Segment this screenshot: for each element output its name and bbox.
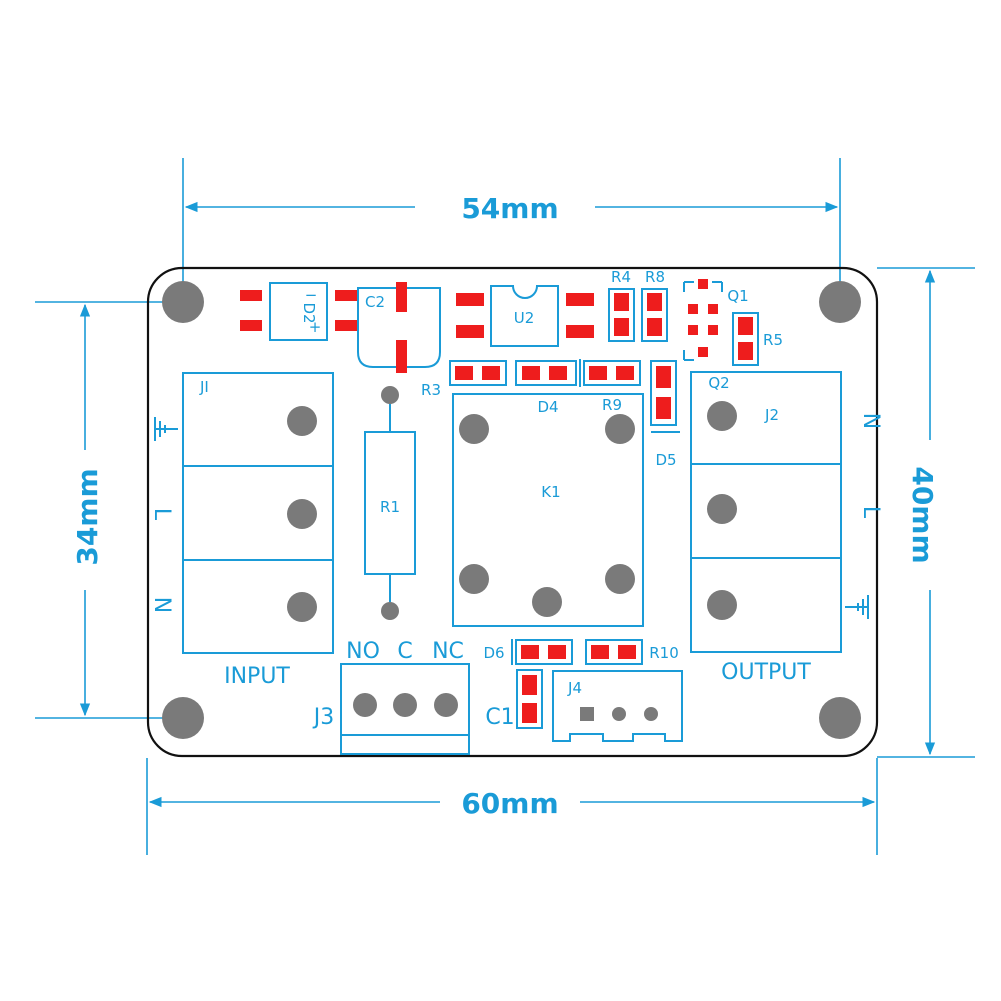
r1-component: R1 [364, 386, 416, 620]
j4-connector: J4 [552, 670, 683, 742]
j3-label: J3 [312, 705, 335, 730]
dimension-bottom: 60mm [146, 758, 878, 855]
right-earth-icon [845, 595, 869, 619]
r1-label: R1 [380, 498, 400, 516]
j2-output-terminal: Q2 J2 OUTPUT [690, 371, 842, 685]
board-outline [146, 266, 879, 758]
q1-label: Q1 [727, 287, 748, 305]
mounting-hole-bottom-left [162, 697, 204, 739]
d2-label: D2 [300, 302, 318, 323]
u2-component: U2 [456, 285, 594, 347]
left-l-label: L [149, 508, 174, 521]
c2-label: C2 [365, 293, 385, 311]
j2-label: J2 [764, 406, 779, 424]
left-n-label: N [149, 597, 174, 613]
r5-label: R5 [763, 331, 783, 349]
d2-plus-label: + [309, 318, 322, 336]
d5-label: D5 [655, 451, 676, 469]
j1-label: JI [199, 378, 209, 396]
j4-label: J4 [567, 679, 582, 697]
right-l-label: L [858, 506, 883, 519]
mounting-hole-top-left [162, 281, 204, 323]
q2-label: Q2 [708, 374, 729, 392]
dim-left-label: 34mm [71, 468, 104, 565]
d2-minus-label: − [305, 286, 318, 304]
input-label: INPUT [224, 664, 290, 689]
left-earth-icon [154, 417, 178, 441]
right-n-label: N [858, 413, 883, 429]
r4-label: R4 [611, 268, 631, 286]
d4-component: D4 [515, 359, 581, 416]
mounting-hole-bottom-right [819, 697, 861, 739]
r9-component: R9 [583, 360, 641, 414]
d6-component: D6 [483, 639, 573, 665]
r3-component: R3 [421, 360, 507, 399]
mounting-hole-top-right [819, 281, 861, 323]
r10-component: R10 [585, 639, 679, 665]
c-label: C [397, 639, 412, 664]
r5-component: R5 [732, 312, 783, 366]
c1-label: C1 [485, 705, 514, 730]
c2-component: C2 [357, 282, 441, 373]
dimension-right: 40mm [877, 267, 975, 758]
r9-label: R9 [602, 396, 622, 414]
dim-bottom-label: 60mm [461, 787, 558, 820]
r3-label: R3 [421, 381, 441, 399]
d2-component: D2 − + [240, 282, 357, 341]
r8-label: R8 [645, 268, 665, 286]
r4-component: R4 [608, 268, 635, 342]
output-label: OUTPUT [721, 660, 811, 685]
dimension-top: 54mm [182, 158, 841, 300]
no-label: NO [346, 639, 380, 664]
k1-label: K1 [541, 483, 560, 501]
u2-label: U2 [514, 309, 535, 327]
dim-top-label: 54mm [461, 192, 558, 225]
r8-component: R8 [641, 268, 668, 342]
j3-terminal: NO C NC J3 [312, 639, 470, 755]
d5-component: D5 [650, 360, 680, 469]
k1-relay: K1 [452, 393, 644, 627]
d6-label: D6 [483, 644, 504, 662]
c1-component: C1 [485, 669, 543, 730]
q1-component: Q1 [683, 279, 749, 361]
dim-right-label: 40mm [906, 466, 939, 563]
nc-label: NC [432, 639, 464, 664]
j1-input-terminal: JI INPUT [182, 372, 334, 689]
d4-label: D4 [537, 398, 558, 416]
r10-label: R10 [649, 644, 679, 662]
dimension-left: 34mm [35, 301, 183, 719]
